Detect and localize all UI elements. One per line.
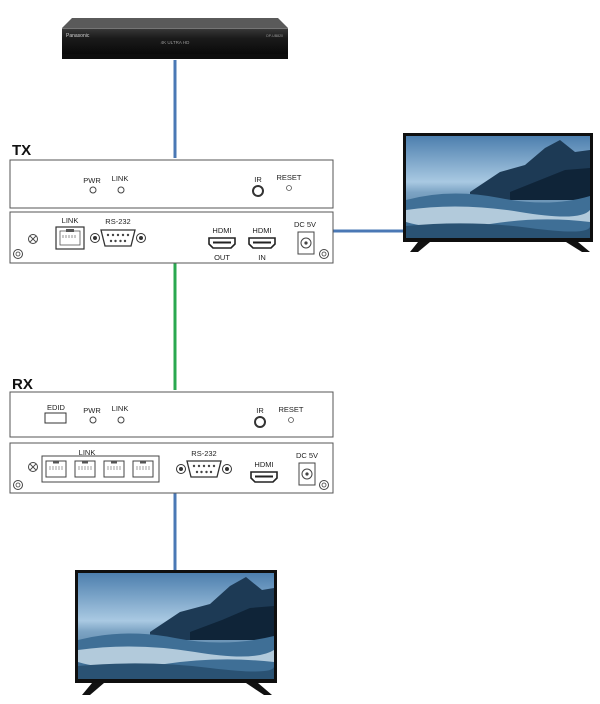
rx-edid-label: EDID (47, 403, 66, 412)
tx-hdmi-in-label-top: HDMI (252, 226, 271, 235)
television-icon-bottom (75, 570, 277, 695)
tx-link-port-label: LINK (62, 216, 79, 225)
tx-link-led-icon (117, 186, 125, 194)
rx-link-label: LINK (112, 404, 129, 413)
tx-rj45-port-icon (55, 226, 85, 250)
player-model: DP-UB820 (266, 34, 283, 38)
rx-ir-label: IR (256, 406, 264, 415)
rx-dc-jack-icon (298, 462, 316, 486)
tx-hdmi-in-port-icon (248, 237, 276, 249)
tx-reset-hole-icon (286, 185, 292, 191)
rx-rj45-port-icon-2 (74, 460, 96, 478)
rx-front-panel: EDID PWR LINK IR RESET (9, 391, 334, 438)
rx-rj45-port-icon-4 (132, 460, 154, 478)
tx-hdmi-out-label-bottom: OUT (214, 253, 230, 262)
television-icon-right (403, 133, 593, 252)
rx-reset-hole-icon (288, 417, 294, 423)
tx-hdmi-out-label-top: HDMI (212, 226, 231, 235)
tx-back-panel: LINK RS-232 HDMI OUT HDMI IN DC 5V (9, 211, 334, 264)
blu-ray-player-icon: Panasonic 4K ULTRA HD DP-UB820 (62, 18, 288, 59)
tx-ir-label: IR (254, 175, 262, 184)
rx-ir-receiver-icon (254, 416, 266, 428)
player-center-text: 4K ULTRA HD (161, 40, 190, 45)
rx-rj45-port-icon-3 (103, 460, 125, 478)
tx-hdmi-out-port-icon (208, 237, 236, 249)
rx-hdmi-label: HDMI (254, 460, 273, 469)
tx-ir-receiver-icon (252, 185, 264, 197)
rx-rs232-label: RS-232 (191, 449, 216, 458)
tx-title: TX (12, 142, 31, 159)
rx-pwr-label: PWR (83, 406, 101, 415)
tx-pwr-label: PWR (83, 176, 101, 185)
tx-screw-icon-left (13, 249, 23, 259)
tx-link-label: LINK (112, 174, 129, 183)
tx-hdmi-in-label-bottom: IN (258, 253, 266, 262)
rx-rj45-port-icon-1 (45, 460, 67, 478)
rx-hdmi-port-icon (250, 471, 278, 483)
player-brand: Panasonic (66, 33, 90, 39)
rx-pwr-led-icon (89, 416, 97, 424)
rx-title: RX (12, 376, 33, 393)
rx-ground-screw-icon (28, 462, 38, 472)
rx-screw-icon-right (319, 480, 329, 490)
rx-link-port-label: LINK (79, 448, 96, 457)
tx-dc-jack-icon (297, 231, 315, 255)
tx-ground-screw-icon (28, 234, 38, 244)
rx-screw-icon-left (13, 480, 23, 490)
tx-dc-label: DC 5V (294, 220, 316, 229)
tx-rs232-label: RS-232 (105, 217, 130, 226)
rx-link-led-icon (117, 416, 125, 424)
tx-front-panel: PWR LINK IR RESET (9, 159, 334, 209)
tx-screw-icon-right (319, 249, 329, 259)
tx-reset-label: RESET (276, 173, 301, 182)
rx-back-panel: LINK RS-232 HDMI DC 5V (9, 442, 334, 494)
rx-dc-label: DC 5V (296, 451, 318, 460)
tx-pwr-led-icon (89, 186, 97, 194)
rx-edid-switch-icon (44, 412, 67, 424)
rx-reset-label: RESET (278, 405, 303, 414)
